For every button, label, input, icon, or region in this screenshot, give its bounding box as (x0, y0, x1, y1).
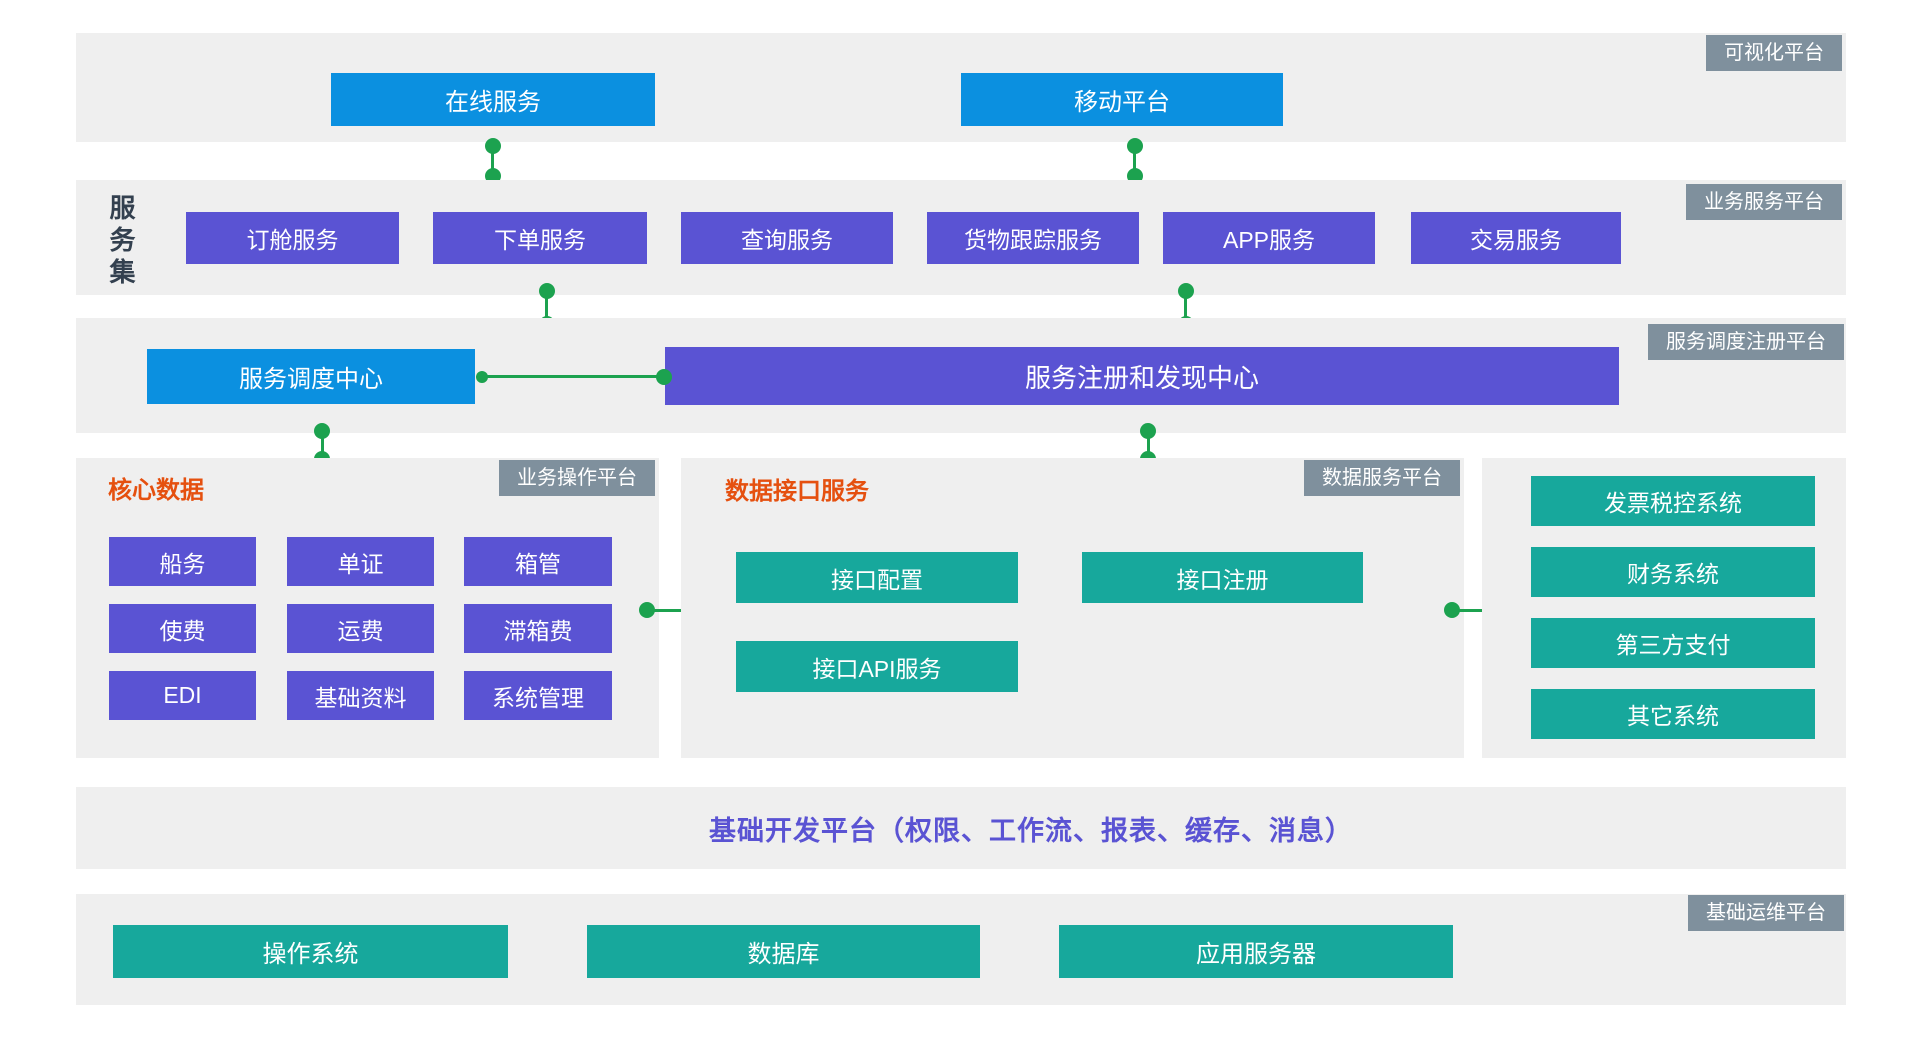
node-system-management: 系统管理 (464, 671, 612, 720)
connector-line (1147, 431, 1150, 459)
node-mobile-platform: 移动平台 (961, 73, 1283, 126)
connector-line (484, 375, 664, 378)
node-documents: 单证 (287, 537, 434, 586)
badge-business-service-platform: 业务服务平台 (1686, 184, 1842, 220)
connector-line (545, 291, 548, 324)
node-finance-system: 财务系统 (1531, 547, 1815, 597)
node-service-registry-center: 服务注册和发现中心 (665, 347, 1619, 405)
node-base-data: 基础资料 (287, 671, 434, 720)
node-edi: EDI (109, 671, 256, 720)
node-invoice-tax-system: 发票税控系统 (1531, 476, 1815, 526)
node-container-management: 箱管 (464, 537, 612, 586)
connector-dot (639, 602, 655, 618)
dev-platform-title-wrap: 基础开发平台（权限、工作流、报表、缓存、消息） (76, 787, 1846, 869)
node-order-service: 下单服务 (433, 212, 647, 264)
node-app-service: APP服务 (1163, 212, 1375, 264)
data-interface-title: 数据接口服务 (725, 478, 869, 505)
connector-line (1452, 609, 1497, 612)
node-charges: 使费 (109, 604, 256, 653)
dev-platform-title: 基础开发平台（权限、工作流、报表、缓存、消息） (709, 815, 1353, 846)
connector-dot (485, 138, 501, 154)
connector-dot (476, 371, 488, 383)
node-shipping: 船务 (109, 537, 256, 586)
node-operating-system: 操作系统 (113, 925, 508, 978)
connector-dot (656, 369, 672, 385)
badge-data-service-platform: 数据服务平台 (1304, 460, 1460, 496)
node-booking-service: 订舱服务 (186, 212, 399, 264)
connector-dot (1178, 283, 1194, 299)
band-dev-platform: 基础开发平台（权限、工作流、报表、缓存、消息） (76, 787, 1846, 869)
node-database: 数据库 (587, 925, 980, 978)
connector-line (491, 146, 494, 176)
connector-dot (1140, 423, 1156, 439)
connector-line (647, 609, 693, 612)
node-online-service: 在线服务 (331, 73, 655, 126)
core-data-title: 核心数据 (108, 477, 204, 504)
connector-dot (1444, 602, 1460, 618)
connector-dot (539, 283, 555, 299)
badge-business-operation-platform: 业务操作平台 (499, 460, 655, 496)
node-other-systems: 其它系统 (1531, 689, 1815, 739)
connector-line (1184, 291, 1187, 324)
connector-dot (314, 423, 330, 439)
node-interface-config: 接口配置 (736, 552, 1018, 603)
connector-line (1133, 146, 1136, 176)
node-app-server: 应用服务器 (1059, 925, 1453, 978)
service-set-label: 服务集 (106, 194, 136, 290)
node-cargo-tracking-service: 货物跟踪服务 (927, 212, 1139, 264)
node-freight: 运费 (287, 604, 434, 653)
panel-data-service-platform: 数据服务平台 (681, 458, 1464, 758)
node-interface-api-service: 接口API服务 (736, 641, 1018, 692)
badge-visualization-platform: 可视化平台 (1706, 35, 1842, 71)
node-third-party-payment: 第三方支付 (1531, 618, 1815, 668)
badge-infra-ops-platform: 基础运维平台 (1688, 895, 1844, 931)
node-trade-service: 交易服务 (1411, 212, 1621, 264)
node-service-dispatch-center: 服务调度中心 (147, 349, 475, 404)
connector-line (321, 431, 324, 459)
connector-dot (1127, 138, 1143, 154)
node-demurrage: 滞箱费 (464, 604, 612, 653)
node-query-service: 查询服务 (681, 212, 893, 264)
badge-dispatch-registry-platform: 服务调度注册平台 (1648, 324, 1844, 360)
node-interface-registry: 接口注册 (1082, 552, 1363, 603)
